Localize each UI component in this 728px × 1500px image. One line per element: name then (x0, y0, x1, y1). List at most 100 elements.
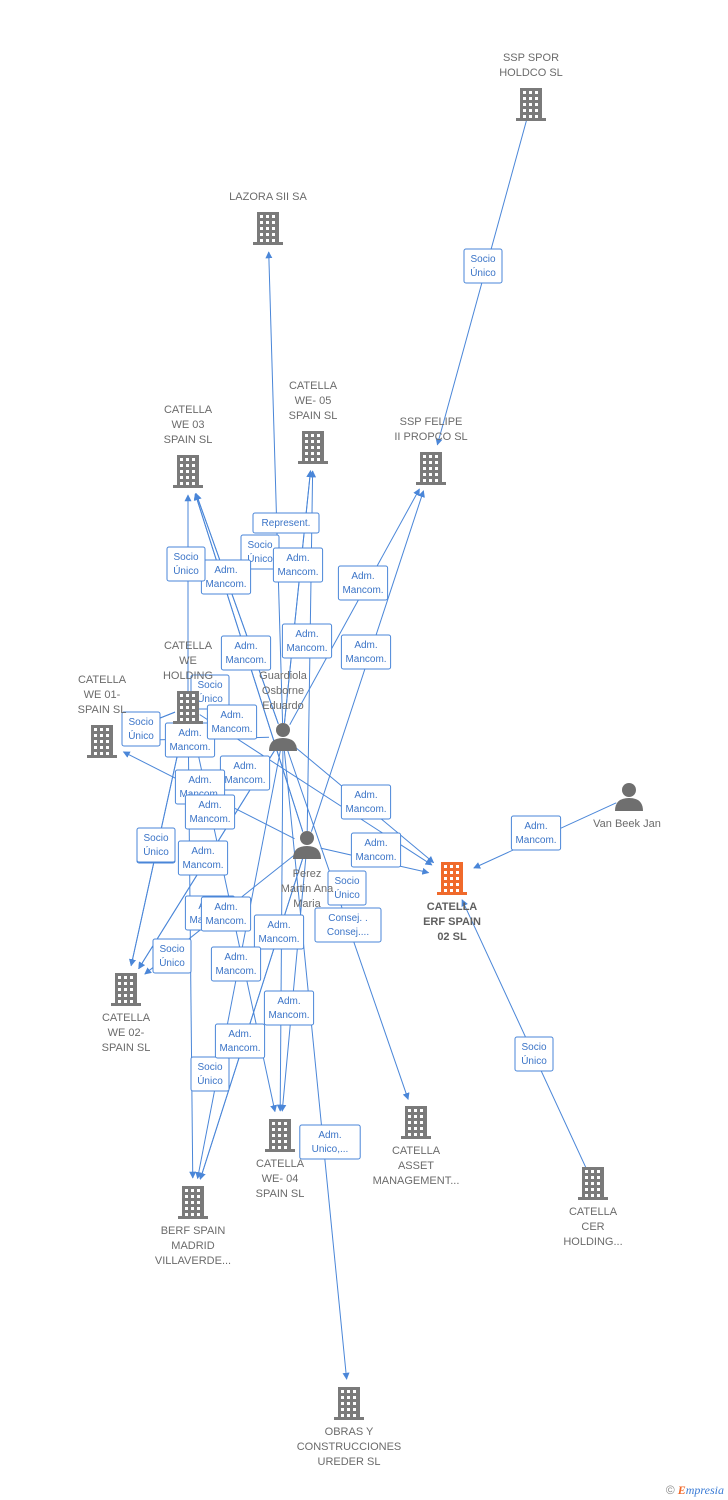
relation-badge-box (220, 635, 272, 671)
node-lazora[interactable]: LAZORA SII SA (229, 191, 307, 245)
building-window (353, 1408, 356, 1411)
node-label: CATELLA (392, 1145, 441, 1157)
building-window (429, 473, 432, 476)
building-icon (265, 1119, 295, 1152)
building-window (423, 479, 426, 482)
building-window (130, 988, 133, 991)
building-window (180, 476, 183, 479)
relation-badge[interactable]: Adm.Unico,... (299, 1124, 361, 1160)
node-label: CER (581, 1221, 604, 1233)
relation-badge[interactable]: Adm.Mancom. (184, 794, 236, 830)
node-label: CONSTRUCCIONES (297, 1441, 402, 1453)
relation-badge[interactable]: Represent. (252, 512, 320, 534)
building-window (450, 889, 453, 892)
building-window (186, 706, 189, 709)
building-window (272, 1122, 275, 1125)
empresia-logo[interactable]: © Empresia (666, 1483, 724, 1498)
building-base (111, 1003, 141, 1006)
relation-badge[interactable]: Adm.Mancom. (214, 1023, 266, 1059)
building-window (284, 1128, 287, 1131)
relation-badge[interactable]: Adm.Mancom. (200, 896, 252, 932)
relation-badge-text: Mancom. (345, 804, 386, 815)
building-window (450, 883, 453, 886)
building-window (435, 473, 438, 476)
building-window (429, 455, 432, 458)
building-window (100, 734, 103, 737)
building-window (456, 889, 459, 892)
building-window (523, 103, 526, 106)
logo-wordmark: mpresia (685, 1483, 724, 1497)
relation-badge-text: Socio (197, 680, 222, 691)
relation-badge[interactable]: Adm.Mancom. (510, 815, 562, 851)
relation-badge[interactable]: Adm.Mancom. (337, 565, 389, 601)
node-catella_asset[interactable]: CATELLAASSETMANAGEMENT... (373, 1106, 460, 1187)
relation-badge[interactable]: Adm.Mancom. (220, 635, 272, 671)
building-window (529, 115, 532, 118)
node-label: UREDER SL (318, 1456, 381, 1468)
building-window (529, 109, 532, 112)
building-window (180, 712, 183, 715)
node-label: Perez (293, 868, 322, 880)
building-window (597, 1188, 600, 1191)
building-window (420, 1121, 423, 1124)
relation-badge[interactable]: Adm.Mancom. (263, 990, 315, 1026)
building-window (523, 109, 526, 112)
building-window (444, 883, 447, 886)
building-window (272, 1134, 275, 1137)
relation-badge-text: Adm. (178, 728, 201, 739)
building-window (284, 1134, 287, 1137)
relation-badge-text: Adm. (354, 640, 377, 651)
building-window (124, 976, 127, 979)
relation-badge-box (166, 546, 206, 582)
relation-badge[interactable]: Consej. .Consej.... (314, 907, 382, 943)
relation-badge[interactable]: Adm.Mancom. (200, 559, 252, 595)
relation-badge-box (299, 1124, 361, 1160)
relation-badge-text: Único (143, 845, 169, 858)
relation-badge-text: Socio (470, 254, 495, 265)
person-icon (269, 723, 297, 751)
relation-badge-text: Adm. (267, 920, 290, 931)
relation-badge[interactable]: Adm.Mancom. (177, 840, 229, 876)
building-window (191, 1201, 194, 1204)
node-catella_cer[interactable]: CATELLACERHOLDING... (563, 1167, 623, 1248)
relation-badge[interactable]: Adm.Mancom. (281, 623, 333, 659)
building-icon (516, 88, 546, 121)
relation-badge[interactable]: Adm.Mancom. (253, 914, 305, 950)
relation-badge[interactable]: Adm.Mancom. (272, 547, 324, 583)
building-window (272, 239, 275, 242)
relation-badge[interactable]: Adm.Mancom. (210, 946, 262, 982)
building-window (305, 446, 308, 449)
node-berf[interactable]: BERF SPAINMADRIDVILLAVERDE... (155, 1186, 231, 1267)
relation-badge[interactable]: Adm.Mancom. (219, 755, 271, 791)
relation-badge-box (314, 907, 382, 943)
relation-badge[interactable]: Adm.Mancom. (340, 634, 392, 670)
relation-badge-text: Mancom. (219, 1043, 260, 1054)
relation-badge[interactable]: Adm.Mancom. (340, 784, 392, 820)
node-van_beek[interactable]: Van Beek Jan (593, 783, 661, 830)
relation-badge[interactable]: Adm.Mancom. (206, 704, 258, 740)
building-window (585, 1194, 588, 1197)
building-window (341, 1414, 344, 1417)
relation-badge[interactable]: Adm.Mancom. (350, 832, 402, 868)
